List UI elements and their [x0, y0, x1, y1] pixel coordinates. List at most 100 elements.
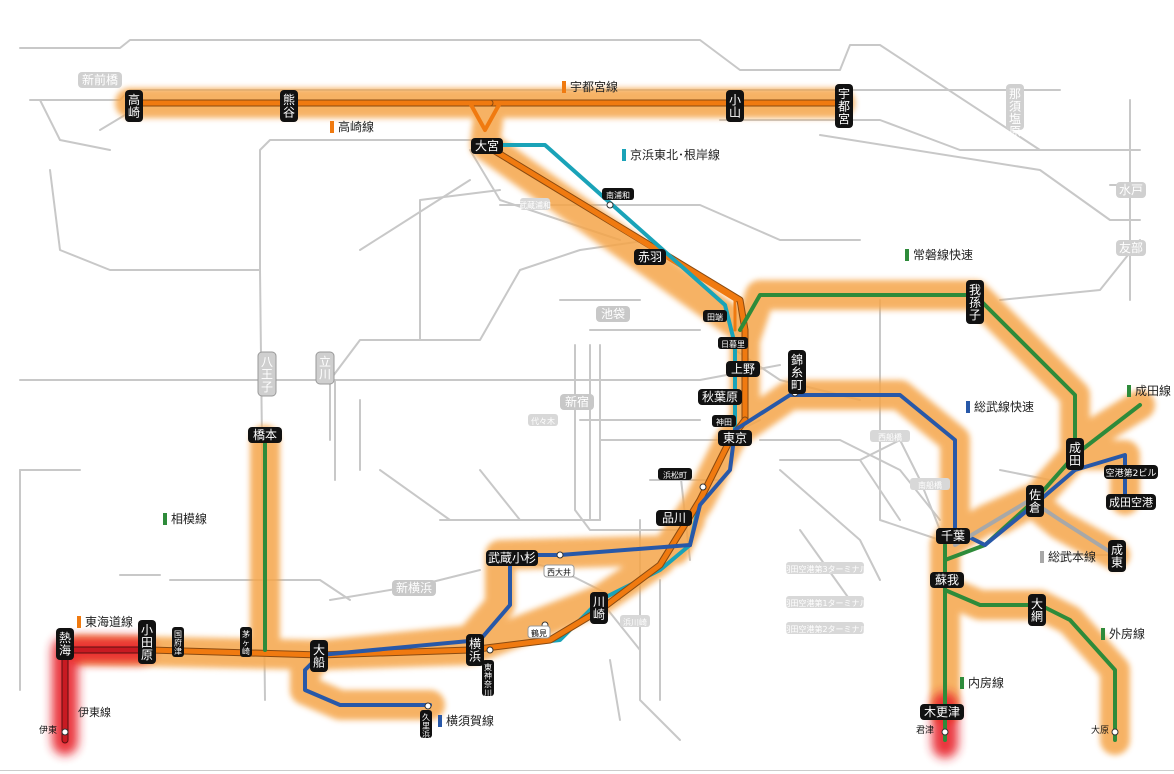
- svg-text:武蔵浦和: 武蔵浦和: [519, 200, 551, 210]
- station-ohara: 大原: [1091, 724, 1109, 736]
- svg-text:熊谷: 熊谷: [283, 92, 295, 120]
- svg-text:上野: 上野: [731, 362, 755, 376]
- label-sobu-rapid-line: 総武線快速: [974, 400, 1035, 414]
- station-ikebukuro: 池袋: [596, 306, 630, 322]
- station-kozu: 国府津: [172, 627, 184, 657]
- svg-text:錦糸町: 錦糸町: [791, 352, 803, 392]
- line-name-badges: [77, 81, 1131, 727]
- station-soga: 蘇我: [930, 572, 964, 588]
- svg-text:佐倉: 佐倉: [1029, 488, 1041, 515]
- station-hamamatsucho: 浜松町: [658, 468, 692, 480]
- station-minami-funabashi: 南船橋: [910, 478, 950, 490]
- svg-text:大原: 大原: [1091, 724, 1109, 736]
- station-kisarazu: 木更津: [920, 704, 964, 720]
- station-yokohama: 横浜: [466, 634, 484, 666]
- svg-text:我孫子: 我孫子: [969, 283, 981, 322]
- station-naruto: 成東: [1108, 540, 1126, 572]
- station-haneda-t1: 羽田空港第1ターミナル: [782, 596, 868, 608]
- svg-text:西船橋: 西船橋: [878, 432, 902, 442]
- svg-text:南浦和: 南浦和: [606, 190, 630, 200]
- svg-text:千葉: 千葉: [941, 529, 965, 543]
- svg-text:羽田空港第3ターミナル: 羽田空港第3ターミナル: [782, 564, 867, 574]
- svg-text:成田: 成田: [1069, 441, 1081, 468]
- svg-text:品川: 品川: [662, 511, 686, 525]
- svg-text:田端: 田端: [707, 312, 723, 322]
- station-chigasaki: 茅ヶ崎: [240, 627, 252, 657]
- station-tokyo: 東京: [718, 430, 752, 446]
- station-abiko: 我孫子: [966, 280, 984, 324]
- svg-text:君津: 君津: [916, 725, 934, 736]
- svg-text:小山: 小山: [729, 93, 741, 120]
- station-tomobe: 友部: [1116, 240, 1146, 256]
- station-oyama: 小山: [726, 90, 744, 122]
- station-atami: 熱海: [56, 628, 74, 660]
- svg-text:秋葉原: 秋葉原: [702, 390, 738, 404]
- station-chiba: 千葉: [936, 528, 970, 544]
- svg-text:羽田空港第1ターミナル: 羽田空港第1ターミナル: [782, 598, 867, 608]
- svg-text:南船橋: 南船橋: [918, 480, 942, 490]
- station-takasaki: 高崎: [125, 90, 143, 122]
- svg-text:川崎: 川崎: [593, 595, 605, 622]
- svg-text:新横浜: 新横浜: [396, 580, 432, 595]
- station-airport-t2: 空港第2ビル: [1104, 465, 1158, 479]
- label-takasaki-line: 高崎線: [338, 120, 375, 134]
- svg-text:木更津: 木更津: [924, 705, 960, 719]
- station-mito: 水戸: [1116, 182, 1146, 198]
- svg-text:大網: 大網: [1031, 597, 1043, 624]
- station-ofuna: 大船: [310, 640, 328, 672]
- station-kurihama: 久里浜: [420, 710, 432, 739]
- station-nishi-oi: 西大井: [543, 564, 575, 578]
- svg-text:日暮里: 日暮里: [721, 339, 745, 349]
- station-tachikawa: 立川: [315, 351, 335, 385]
- label-yokosuka-line: 横須賀線: [446, 714, 495, 728]
- svg-text:武蔵小杉: 武蔵小杉: [488, 551, 536, 565]
- svg-text:鶴見: 鶴見: [531, 628, 547, 638]
- svg-text:高崎: 高崎: [128, 92, 140, 120]
- label-sagami-line: 相模線: [171, 512, 208, 526]
- svg-text:成田空港: 成田空港: [1109, 495, 1153, 509]
- svg-text:橋本: 橋本: [253, 428, 277, 442]
- svg-text:横浜: 横浜: [469, 637, 481, 664]
- station-minami-urawa: 南浦和: [602, 188, 634, 200]
- svg-text:池袋: 池袋: [601, 307, 625, 321]
- svg-text:茅ヶ崎: 茅ヶ崎: [242, 629, 250, 656]
- svg-text:立川: 立川: [319, 354, 331, 382]
- svg-text:小田原: 小田原: [141, 623, 153, 662]
- station-kumagaya: 熊谷: [280, 90, 298, 122]
- label-utsunomiya-line: 宇都宮線: [570, 80, 619, 94]
- label-ito-line: 伊東線: [78, 706, 111, 719]
- label-uchibo-line: 内房線: [968, 676, 1005, 690]
- station-kawasaki: 川崎: [590, 592, 608, 624]
- label-sotobo-line: 外房線: [1109, 627, 1146, 641]
- station-oshiage: 武蔵浦和: [519, 198, 551, 210]
- station-ito: 伊東: [39, 724, 57, 736]
- svg-text:東神奈川: 東神奈川: [484, 662, 492, 698]
- station-omiya: 大宮: [471, 138, 503, 154]
- station-ueno: 上野: [726, 361, 760, 377]
- station-musashi-kosugi: 武蔵小杉: [486, 550, 538, 566]
- station-shinjuku: 新宿: [560, 394, 594, 410]
- svg-text:水戸: 水戸: [1119, 183, 1143, 197]
- station-shin-yokohama: 新横浜: [392, 580, 436, 596]
- station-hamakawasaki: 浜川崎: [620, 615, 650, 627]
- svg-text:国府津: 国府津: [174, 630, 182, 656]
- svg-text:東京: 東京: [723, 431, 747, 445]
- station-oami: 大網: [1028, 594, 1046, 626]
- svg-text:羽田空港第2ターミナル: 羽田空港第2ターミナル: [782, 624, 867, 634]
- svg-text:成東: 成東: [1111, 543, 1123, 570]
- station-kinshicho: 錦糸町: [788, 350, 806, 394]
- label-joban-line: 常磐線快速: [913, 248, 974, 262]
- svg-text:熱海: 熱海: [59, 631, 71, 658]
- label-keihin-tohoku-line: 京浜東北･根岸線: [630, 148, 721, 162]
- label-tokaido-line: 東海道線: [85, 615, 134, 629]
- svg-text:神田: 神田: [716, 417, 732, 427]
- svg-text:新宿: 新宿: [565, 394, 589, 409]
- svg-text:友部: 友部: [1119, 240, 1143, 255]
- station-nishi-funabashi: 西船橋: [870, 430, 910, 442]
- station-utsunomiya: 宇都宮: [835, 84, 853, 128]
- svg-text:大船: 大船: [313, 643, 325, 670]
- station-sakura: 佐倉: [1026, 485, 1044, 517]
- station-tsurumi: 鶴見: [527, 625, 551, 639]
- station-akabane: 赤羽: [634, 249, 666, 265]
- svg-text:伊東: 伊東: [39, 724, 57, 736]
